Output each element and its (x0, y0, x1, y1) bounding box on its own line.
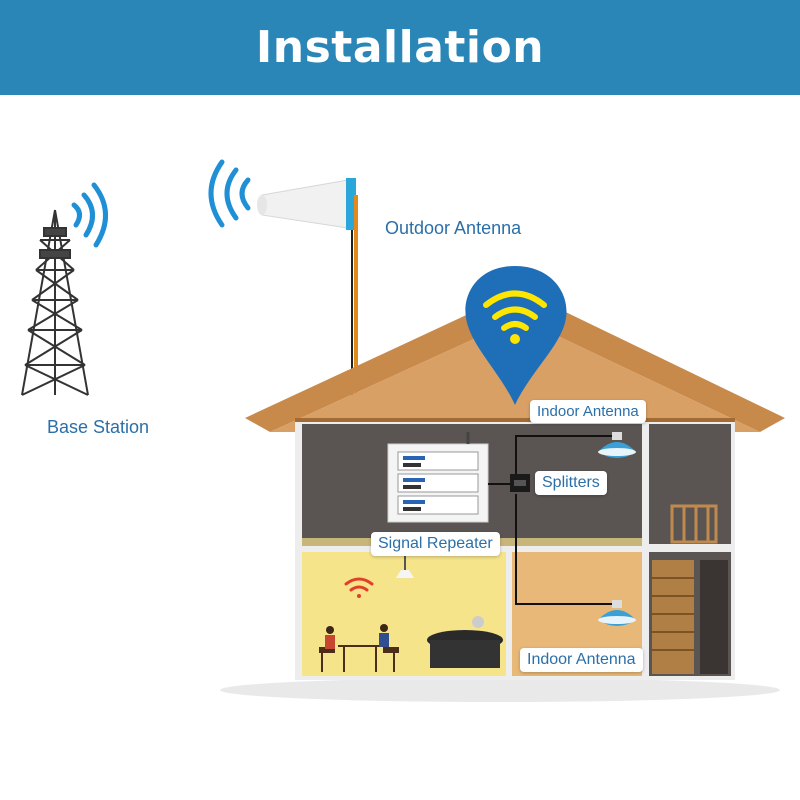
people (325, 624, 389, 649)
outdoor-antenna-icon (257, 178, 356, 230)
ceiling-antenna-icon (598, 600, 636, 626)
base-station-label: Base Station (47, 417, 150, 437)
diagram-canvas (21, 159, 785, 702)
indoor-antenna-top-label: Indoor Antenna (530, 400, 646, 423)
indoor-cables (488, 435, 612, 605)
dining-table (319, 645, 399, 672)
installation-diagram: Outdoor Antenna Base Station Indoor Ante… (0, 95, 800, 800)
page-title: Installation (255, 22, 545, 73)
indoor-antenna-bottom-label: Indoor Antenna (520, 648, 643, 672)
antenna-signal-waves-icon (208, 159, 251, 228)
wifi-pin-icon (465, 266, 567, 405)
ceiling-antenna-icon (598, 432, 636, 458)
splitters-label: Splitters (535, 471, 607, 495)
wifi-icon (344, 577, 374, 598)
bar-counter (427, 616, 503, 668)
signal-repeater-label: Signal Repeater (371, 532, 500, 556)
title-banner: Installation (0, 0, 800, 95)
cell-tower-icon (21, 209, 89, 396)
splitter-icon (510, 474, 530, 492)
signal-waves-icon (71, 182, 108, 248)
outdoor-antenna-label: Outdoor Antenna (385, 218, 522, 238)
signal-repeater-icon (387, 432, 489, 523)
